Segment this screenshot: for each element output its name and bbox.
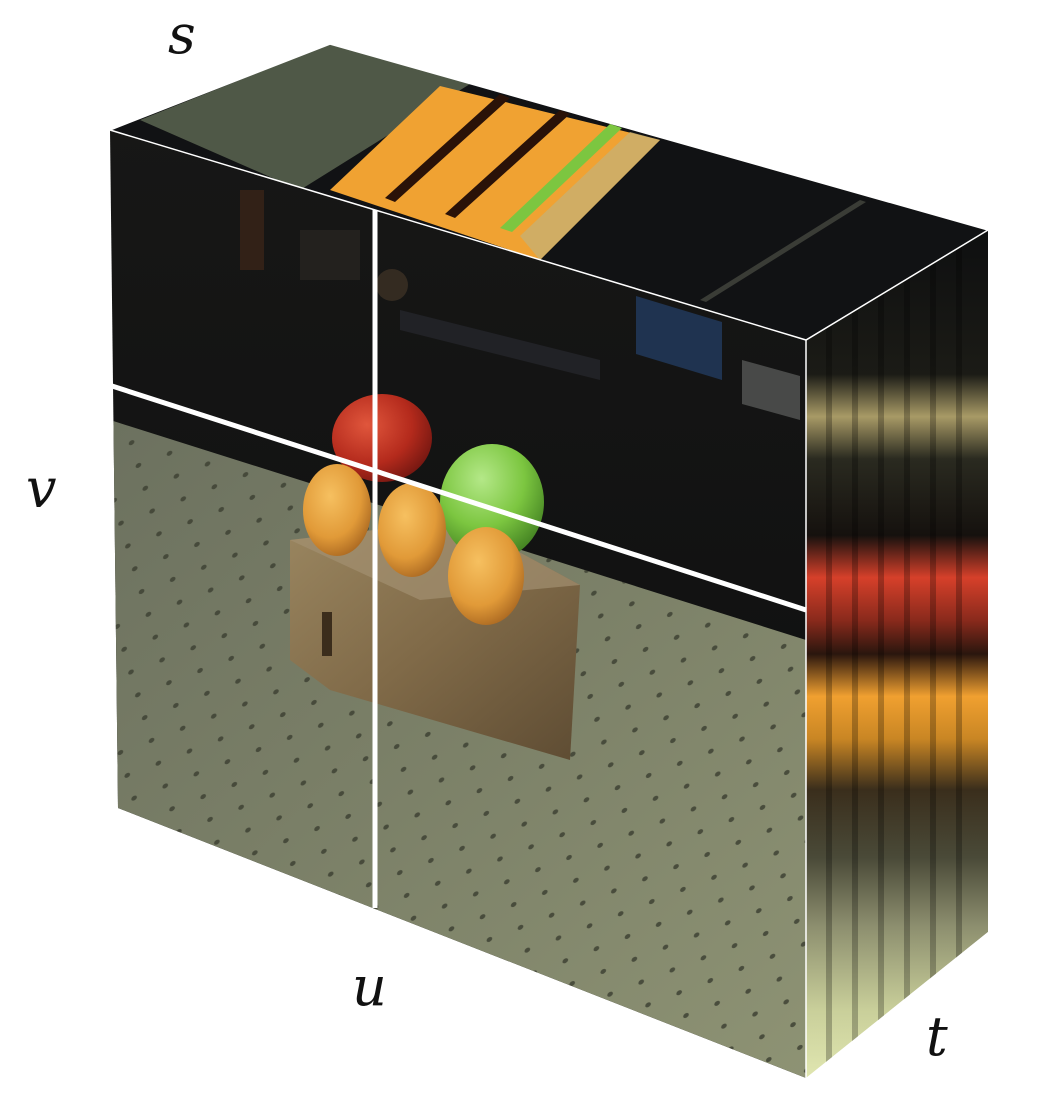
- keyboard: [400, 310, 600, 380]
- red-pepper: [332, 394, 432, 482]
- axis-label-t: t: [926, 1005, 948, 1068]
- orange-fruit: [378, 483, 446, 577]
- cube-edges: [109, 43, 990, 1078]
- background-object: [300, 230, 360, 280]
- blue-box: [636, 296, 722, 380]
- background-object: [742, 360, 800, 420]
- wooden-block-notch: [322, 612, 332, 656]
- teddy-bear: [376, 269, 408, 301]
- orange-fruit: [448, 527, 524, 625]
- background-object: [240, 190, 264, 270]
- green-apple: [440, 444, 544, 560]
- top-face: [110, 44, 988, 340]
- axis-label-s: s: [168, 3, 196, 66]
- axis-label-v: v: [26, 457, 57, 520]
- axis-label-u: u: [352, 955, 387, 1018]
- orange-fruit: [303, 464, 371, 556]
- slice-line-horizontal: [111, 383, 807, 613]
- side-face: [806, 230, 988, 1078]
